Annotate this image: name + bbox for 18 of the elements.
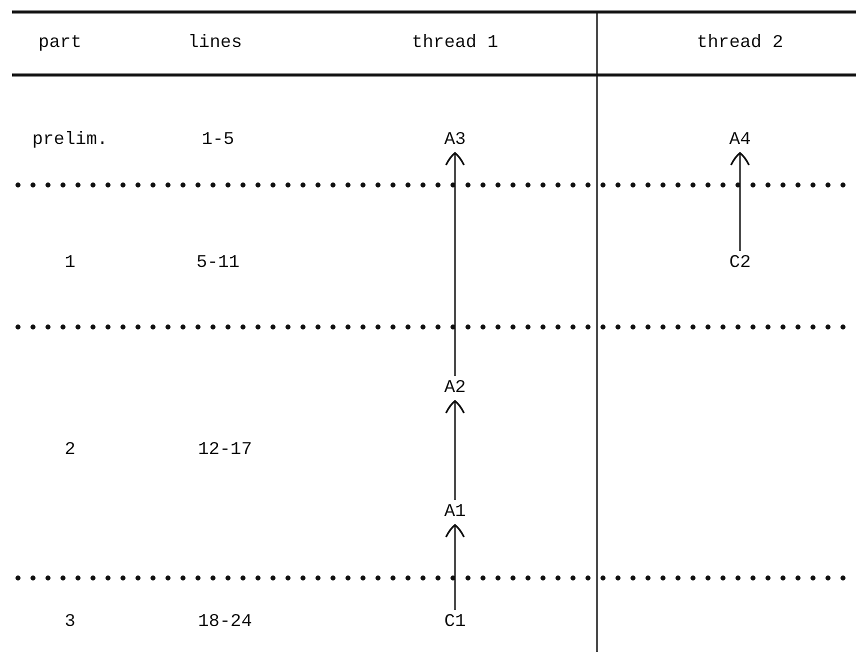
column-header: thread 1 — [412, 32, 498, 54]
table-text: prelim. — [32, 129, 108, 151]
column-header: part — [38, 32, 82, 54]
table-text: 5-11 — [196, 252, 240, 274]
step-label: A2 — [442, 377, 468, 399]
step-label: A1 — [442, 501, 468, 523]
table-text: 1 — [64, 252, 76, 274]
table-text: 3 — [64, 611, 76, 633]
table-text: 2 — [64, 439, 76, 461]
step-label: C2 — [727, 252, 753, 274]
table-text: 1-5 — [202, 129, 234, 151]
step-label: A3 — [442, 129, 468, 151]
column-header: thread 2 — [696, 32, 784, 54]
step-label: C1 — [442, 611, 468, 633]
table-text: 18-24 — [198, 611, 252, 633]
column-header: lines — [188, 32, 242, 54]
table-text: 12-17 — [198, 439, 252, 461]
step-label: A4 — [727, 129, 753, 151]
